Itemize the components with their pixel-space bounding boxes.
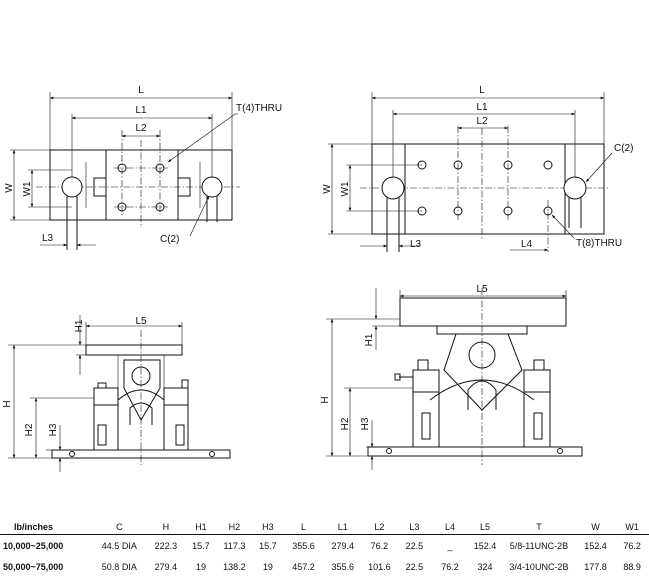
table-cell: 76.2 [441, 561, 459, 572]
side-view-small: H H1 L5 H2 H3 [2, 315, 231, 472]
table-cell: 3/4-10UNC-2B [509, 561, 569, 572]
dim-H1-large: H1 [364, 333, 375, 346]
dim-L2-small: L2 [135, 123, 147, 134]
col-header: L [300, 522, 306, 532]
dim-H3-small: H3 [48, 423, 59, 436]
dim-H-large: H [320, 396, 331, 403]
dim-L3-small: L3 [42, 233, 54, 244]
table-cell: _ [447, 540, 453, 551]
col-header: H3 [262, 522, 274, 532]
table-cell: 5/8-11UNC-2B [509, 540, 569, 551]
capacity-range: 10,000~25,000 [3, 540, 64, 551]
table-cell: 15.7 [192, 540, 210, 551]
table-cell: 19 [195, 561, 206, 572]
table-cell: 76.2 [370, 540, 389, 551]
col-header: L1 [337, 522, 348, 532]
plan-view-small: L L1 L2 W W1 L3 T(4)THRU C(2) [4, 85, 282, 250]
table-cell: 76.2 [623, 540, 641, 551]
col-header: L3 [409, 522, 420, 532]
table-cell: 88.9 [623, 561, 641, 572]
callout-C2-large: C(2) [614, 143, 633, 154]
table-cell: 101.6 [368, 561, 391, 572]
col-header: L2 [374, 522, 385, 532]
plan-view-large: L L1 L2 W W1 L3 L4 T(8)THRU C(2) [322, 85, 633, 252]
col-header: C [116, 522, 123, 532]
dim-H2-large: H2 [340, 417, 351, 430]
col-header: H1 [195, 522, 207, 532]
dim-L1-small: L1 [135, 105, 147, 116]
col-header: W [591, 522, 600, 532]
dim-W-large: W [322, 184, 333, 194]
table-cell: 152.4 [584, 540, 607, 551]
table-cell: 355.6 [331, 561, 354, 572]
table-cell: 44.5 DIA [101, 540, 137, 551]
col-header: T [536, 522, 542, 532]
table-cell: 138.2 [223, 561, 246, 572]
dim-H3-large: H3 [360, 417, 371, 430]
col-header: L5 [480, 522, 491, 532]
dim-L3-large: L3 [410, 239, 422, 250]
dim-H1-small: H1 [74, 319, 85, 332]
dim-L4-large: L4 [521, 239, 533, 250]
table-cell: 50.8 DIA [101, 561, 137, 572]
col-header: H2 [228, 522, 241, 532]
dim-W1-small: W1 [22, 181, 33, 196]
dim-L-large: L [479, 85, 485, 96]
table-cell: 279.4 [331, 540, 354, 551]
callout-C2-small: C(2) [160, 234, 179, 245]
dim-H-small: H [2, 400, 13, 407]
unit-label: lb/inches [14, 522, 54, 532]
table-cell: 457.2 [292, 561, 315, 572]
table-cell: 22.5 [405, 561, 424, 572]
table-cell: 19 [262, 561, 273, 572]
col-header: L4 [444, 522, 455, 532]
table-cell: 15.7 [259, 540, 277, 551]
table-cell: 22.5 [405, 540, 424, 551]
table-row: 50,000~75,000 50.8 DIA 279.4 19 138.2 19… [0, 556, 649, 577]
table-cell: 279.4 [154, 561, 178, 572]
table-cell: 324 [477, 561, 493, 572]
load-cell-mount-drawing: L L1 L2 W W1 L3 T(4)THRU C(2) [2, 85, 633, 472]
table-cell: 152.4 [473, 540, 497, 551]
dim-W-small: W [4, 183, 15, 193]
table-cell: 355.6 [292, 540, 315, 551]
side-view-large: L5 H H1 H2 H3 [320, 284, 583, 470]
col-header: W1 [625, 522, 639, 532]
capacity-range: 50,000~75,000 [3, 561, 64, 572]
dim-W1-large: W1 [340, 181, 351, 196]
dim-L-small: L [138, 85, 144, 96]
dimension-table: lb/inches C H H1 H2 H3 L L1 L2 L3 L4 L5 … [0, 510, 649, 577]
callout-T4-thru: T(4)THRU [236, 103, 282, 114]
table-cell: 222.3 [154, 540, 178, 551]
dim-H2-small: H2 [24, 423, 35, 436]
table-row: 10,000~25,000 44.5 DIA 222.3 15.7 117.3 … [0, 535, 649, 557]
dim-L2-large: L2 [476, 116, 488, 127]
callout-T8-thru: T(8)THRU [576, 238, 622, 249]
col-header: H [162, 522, 170, 532]
dim-L5-large: L5 [476, 284, 488, 295]
table-cell: 117.3 [223, 540, 246, 551]
dim-L5-small: L5 [135, 316, 147, 327]
table-cell: 177.8 [584, 561, 607, 572]
dim-L1-large: L1 [476, 102, 488, 113]
table-header-row: lb/inches C H H1 H2 H3 L L1 L2 L3 L4 L5 … [0, 510, 649, 535]
